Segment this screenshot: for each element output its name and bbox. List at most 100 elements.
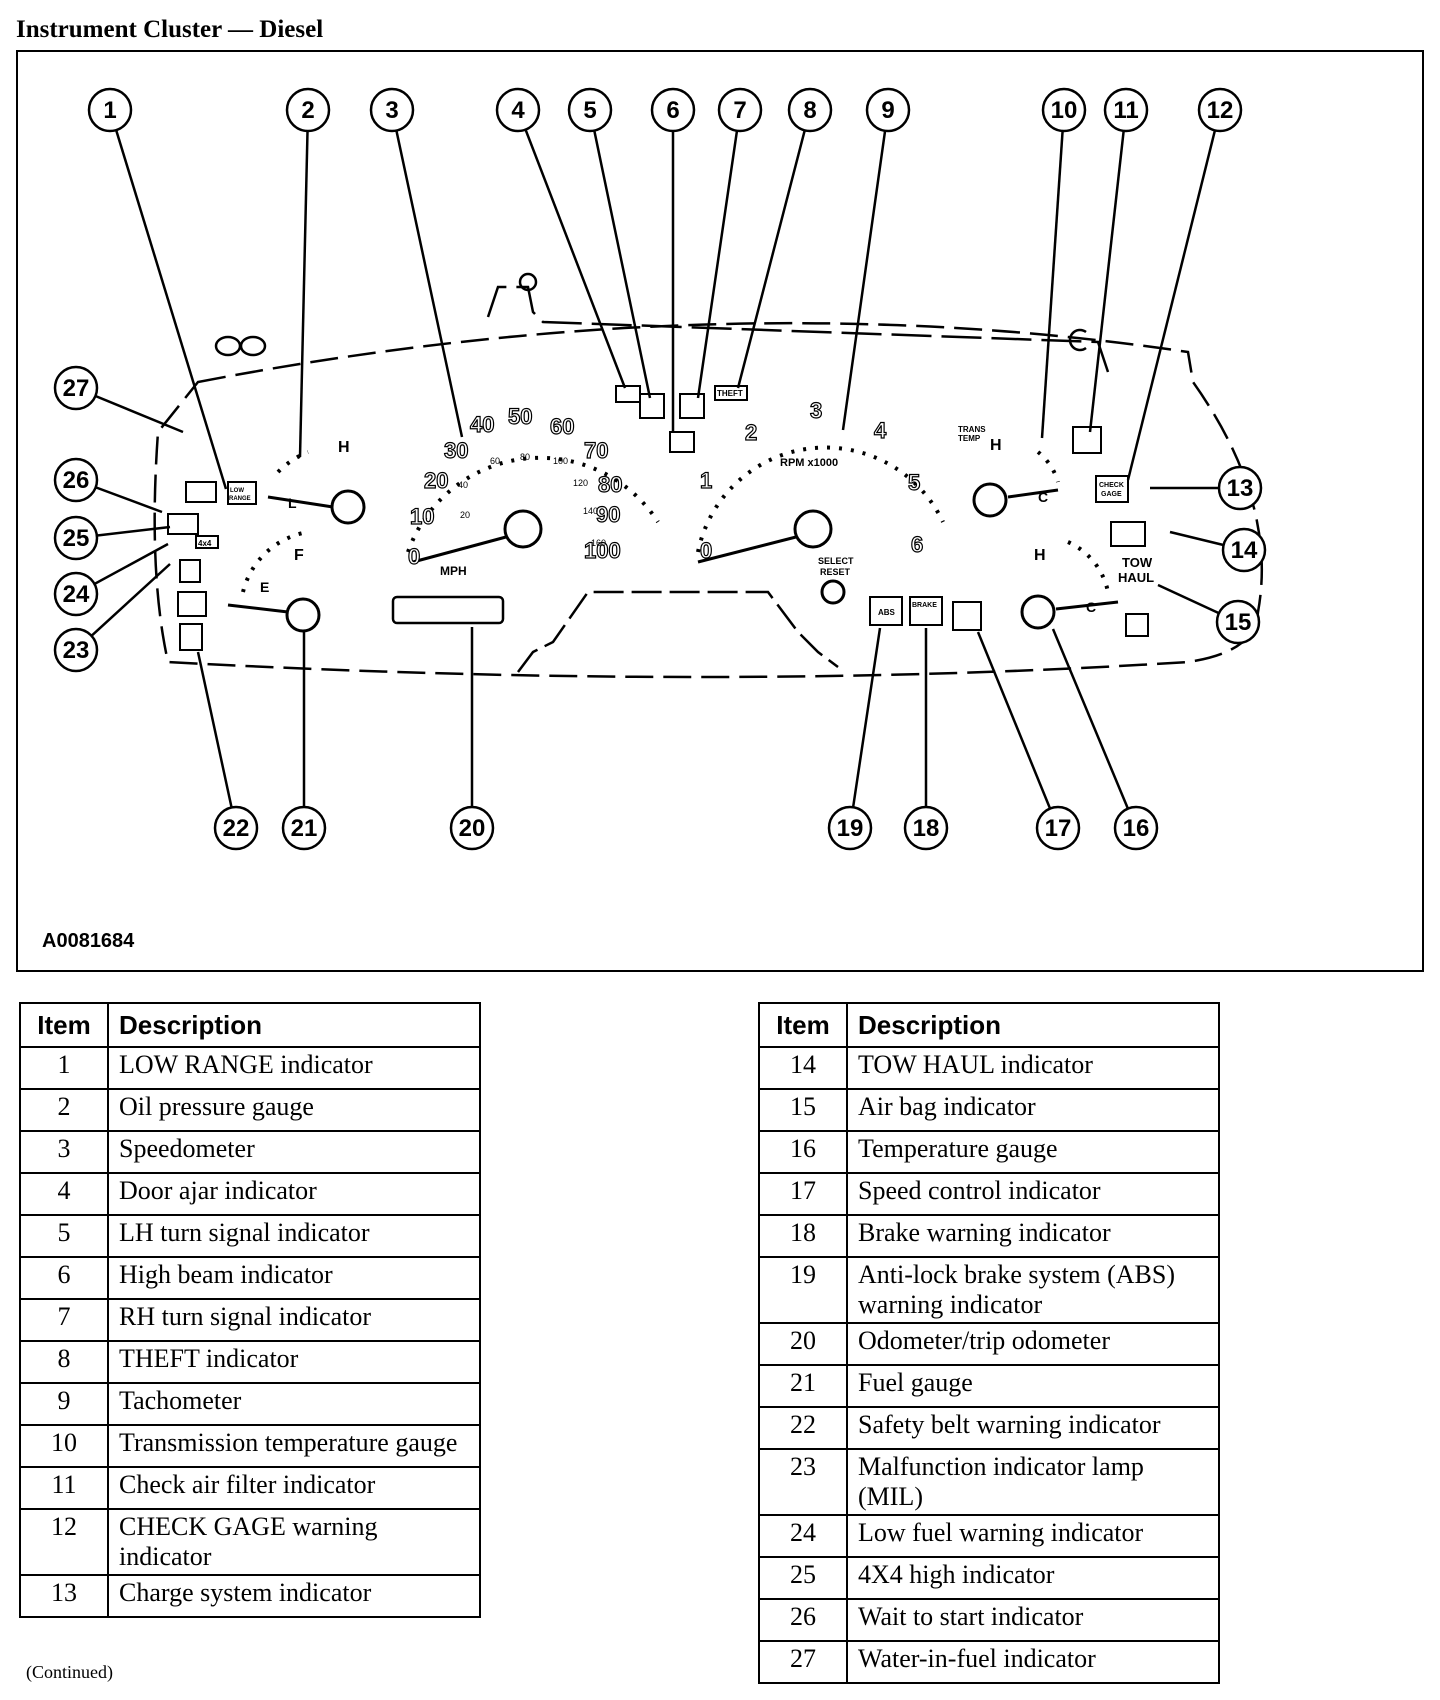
item-number: 6 — [19, 1256, 109, 1300]
trans-hot-mark: H — [990, 437, 1002, 454]
low-range-text-2: RANGE — [229, 496, 251, 502]
callout-circle — [717, 87, 763, 133]
select-reset-button — [820, 579, 846, 605]
item-description: LOW RANGE indicator — [107, 1046, 481, 1090]
cluster-housing-outline — [153, 272, 1264, 679]
item-number: 23 — [758, 1448, 848, 1516]
gauge-needles — [227, 482, 1119, 633]
item-description: CHECK GAGE warning indicator — [107, 1508, 481, 1576]
item-description: RH turn signal indicator — [107, 1298, 481, 1342]
item-description: Water-in-fuel indicator — [846, 1640, 1220, 1684]
callout-circle — [567, 87, 613, 133]
callout-11: 11 — [1088, 87, 1149, 433]
leader-line — [390, 109, 464, 438]
speed-minor-number: 120 — [573, 478, 588, 488]
reset-label: RESET — [820, 567, 851, 577]
high-beam-icon — [669, 431, 695, 453]
low-range-icon — [227, 481, 257, 505]
callout-23: 23 — [53, 563, 171, 673]
item-description: Charge system indicator — [107, 1574, 481, 1618]
low-fuel-icon — [179, 559, 201, 583]
cluster-drawing: MPH RPM x1000 SELECT RESET LOW RANGE THE… — [53, 87, 1267, 851]
leader-line — [298, 109, 310, 458]
callout-17: 17 — [976, 631, 1081, 851]
callout-number: 7 — [733, 97, 746, 124]
callout-number: 13 — [1227, 475, 1254, 502]
oil-low-mark: L — [288, 495, 297, 511]
odometer-window — [391, 595, 505, 625]
haul-label: HAUL — [1118, 570, 1154, 585]
speed-number: 30 — [444, 438, 468, 463]
legend-header-row: Item Description — [758, 1002, 1220, 1048]
item-number: 8 — [19, 1340, 109, 1384]
callout-circle — [369, 87, 415, 133]
callout-4: 4 — [495, 87, 627, 389]
item-description: 4X4 high indicator — [846, 1556, 1220, 1600]
air-filter-icon — [1072, 426, 1102, 454]
callout-number: 1 — [103, 97, 116, 124]
item-description: Brake warning indicator — [846, 1214, 1220, 1258]
item-description: TOW HAUL indicator — [846, 1046, 1220, 1090]
speed-number: 60 — [550, 414, 574, 439]
leader-line — [696, 109, 742, 399]
item-number: 19 — [758, 1256, 848, 1324]
engine-temp-gauge-hub — [1020, 594, 1056, 630]
callout-circle — [285, 87, 331, 133]
rpm-number: 6 — [911, 532, 923, 557]
leader-line — [1088, 109, 1128, 433]
item-description: Oil pressure gauge — [107, 1088, 481, 1132]
callout-circle — [53, 627, 99, 673]
callout-circle — [650, 87, 696, 133]
item-description: Tachometer — [107, 1382, 481, 1426]
engine-hot-mark: H — [1034, 547, 1046, 564]
rh-turn-arrow-icon — [679, 393, 705, 419]
callout-circle — [827, 805, 873, 851]
page-title: Instrument Cluster — Diesel — [16, 16, 324, 43]
trans-cold-mark: C — [1038, 489, 1048, 505]
item-number: 24 — [758, 1514, 848, 1558]
item-description: Speedometer — [107, 1130, 481, 1174]
oil-gauge-hub — [330, 489, 366, 525]
callout-circle — [903, 805, 949, 851]
four-x-four-icon — [195, 535, 219, 549]
item-number: 2 — [19, 1088, 109, 1132]
callout-number: 6 — [666, 97, 679, 124]
item-number: 25 — [758, 1556, 848, 1600]
callout-21: 21 — [281, 632, 327, 851]
item-description: Low fuel warning indicator — [846, 1514, 1220, 1558]
water-in-fuel-icon — [185, 481, 217, 503]
rpm-number: 5 — [908, 470, 920, 495]
callout-22: 22 — [196, 651, 259, 851]
leader-line — [196, 651, 238, 829]
callout-14: 14 — [1169, 527, 1267, 573]
speed-minor-number: 100 — [553, 456, 568, 466]
rpm-number: 3 — [810, 398, 822, 423]
description-column-header: Description — [107, 1002, 481, 1048]
callout-9: 9 — [841, 87, 911, 431]
item-number: 5 — [19, 1214, 109, 1258]
select-label: SELECT — [818, 556, 854, 566]
callout-1: 1 — [87, 87, 228, 490]
callout-circle — [495, 87, 541, 133]
callout-circle — [53, 515, 99, 561]
callout-number: 15 — [1225, 609, 1252, 636]
theft-text: THEFT — [717, 389, 743, 398]
callout-number: 9 — [881, 97, 894, 124]
callout-3: 3 — [369, 87, 464, 438]
mph-label: MPH — [440, 564, 467, 578]
description-column-header: Description — [846, 1002, 1220, 1048]
callout-number: 27 — [63, 375, 90, 402]
callout-circle — [1197, 87, 1243, 133]
callout-12: 12 — [1126, 87, 1243, 481]
